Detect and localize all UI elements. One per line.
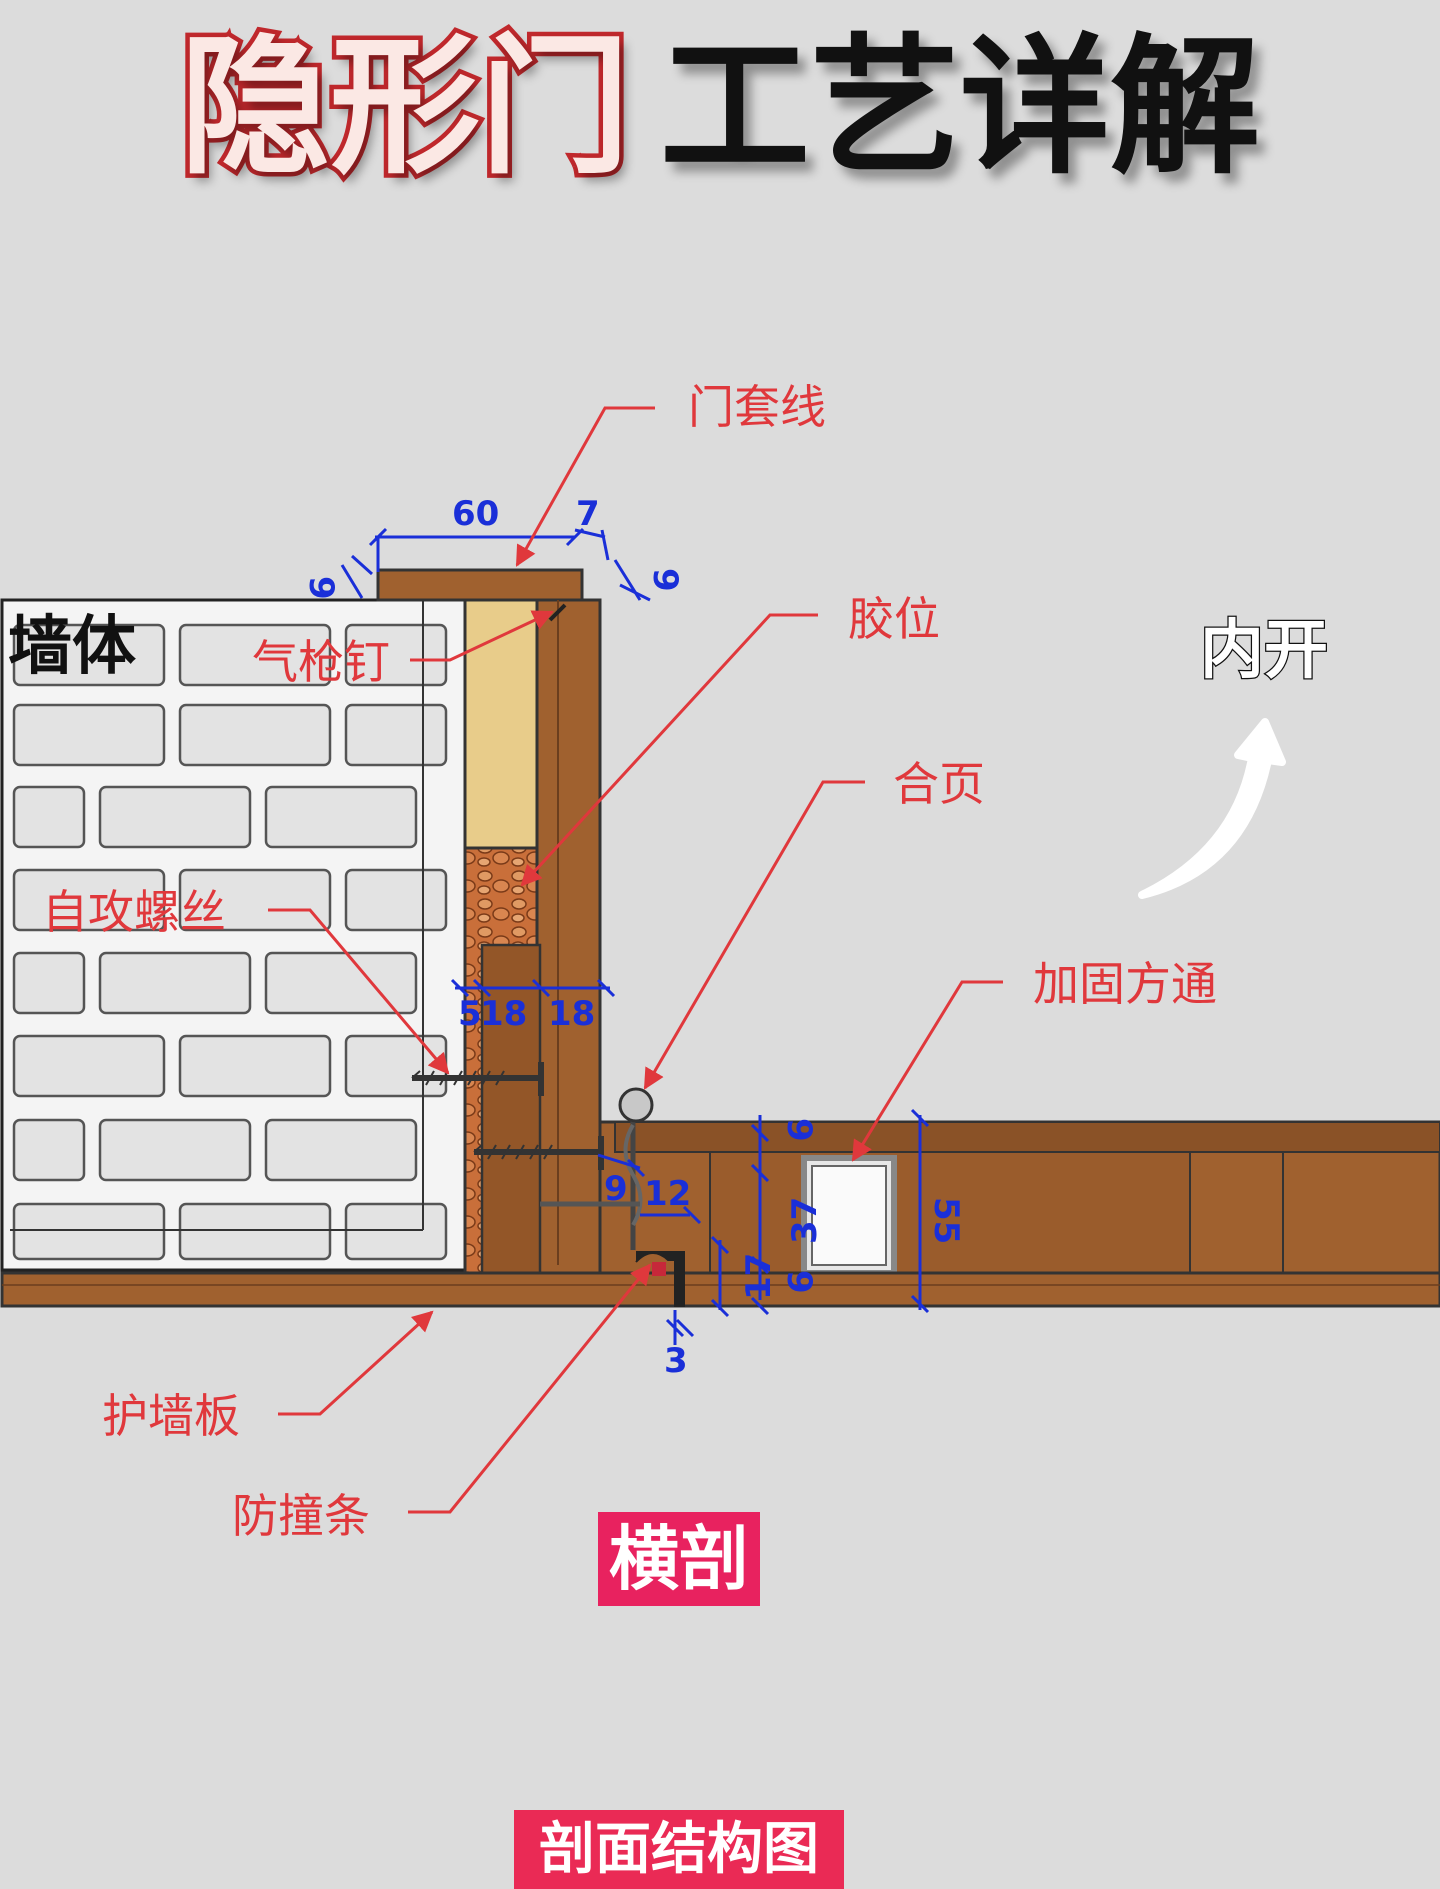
label-glue-position: 胶位 bbox=[848, 592, 940, 646]
dim-3: 3 bbox=[664, 1341, 688, 1381]
title-red-part: 隐形门 bbox=[175, 17, 634, 200]
label-reinforce-tube: 加固方通 bbox=[1033, 957, 1217, 1011]
dim-7: 7 bbox=[576, 494, 600, 534]
dim-55: 55 bbox=[926, 1197, 966, 1244]
dim-37: 37 bbox=[785, 1197, 825, 1244]
frame-block bbox=[480, 943, 542, 1275]
dim-9-right: 9 bbox=[645, 568, 685, 592]
door-frame-jamb bbox=[535, 598, 602, 1275]
dim-18-a: 18 bbox=[480, 994, 527, 1034]
dim-60: 60 bbox=[452, 494, 499, 534]
label-door-casing: 门套线 bbox=[688, 380, 826, 434]
dimension-labels: 60 7 9 9 5 18 18 9 12 9 37 55 17 9 3 bbox=[301, 494, 966, 1381]
self-tapping-screw bbox=[411, 1062, 640, 1207]
label-hinge: 合页 bbox=[893, 757, 985, 811]
section-badge: 横剖 bbox=[598, 1512, 760, 1606]
label-open-inward: 内开 bbox=[1200, 614, 1328, 688]
dim-18-b: 18 bbox=[548, 994, 595, 1034]
dim-9-bottom: 9 bbox=[779, 1270, 819, 1294]
label-self-tapping-screw: 自攻螺丝 bbox=[42, 885, 226, 939]
structure-badge: 剖面结构图 bbox=[514, 1810, 844, 1889]
dim-12: 12 bbox=[644, 1174, 691, 1214]
page-title: 隐形门工艺详解 bbox=[0, 17, 1440, 200]
wall-label: 墙体 bbox=[8, 610, 136, 684]
label-air-nail: 气枪钉 bbox=[252, 635, 390, 689]
dim-5: 5 bbox=[458, 994, 482, 1034]
dim-9-top: 9 bbox=[779, 1118, 819, 1142]
filler-board bbox=[463, 598, 539, 850]
label-bumper-strip: 防撞条 bbox=[232, 1489, 370, 1543]
dim-9-left: 9 bbox=[301, 576, 341, 600]
brick-wall bbox=[0, 598, 467, 1272]
dimension-lines bbox=[340, 527, 930, 1345]
dim-17: 17 bbox=[739, 1253, 779, 1300]
dim-9-hinge: 9 bbox=[604, 1169, 628, 1209]
hinge bbox=[618, 1087, 654, 1250]
leader-lines bbox=[268, 406, 1003, 1514]
open-direction-arrow bbox=[1138, 718, 1286, 899]
title-black-part: 工艺详解 bbox=[660, 21, 1261, 195]
label-skirting-board: 护墙板 bbox=[102, 1389, 240, 1443]
bumper-strip bbox=[635, 1251, 685, 1307]
